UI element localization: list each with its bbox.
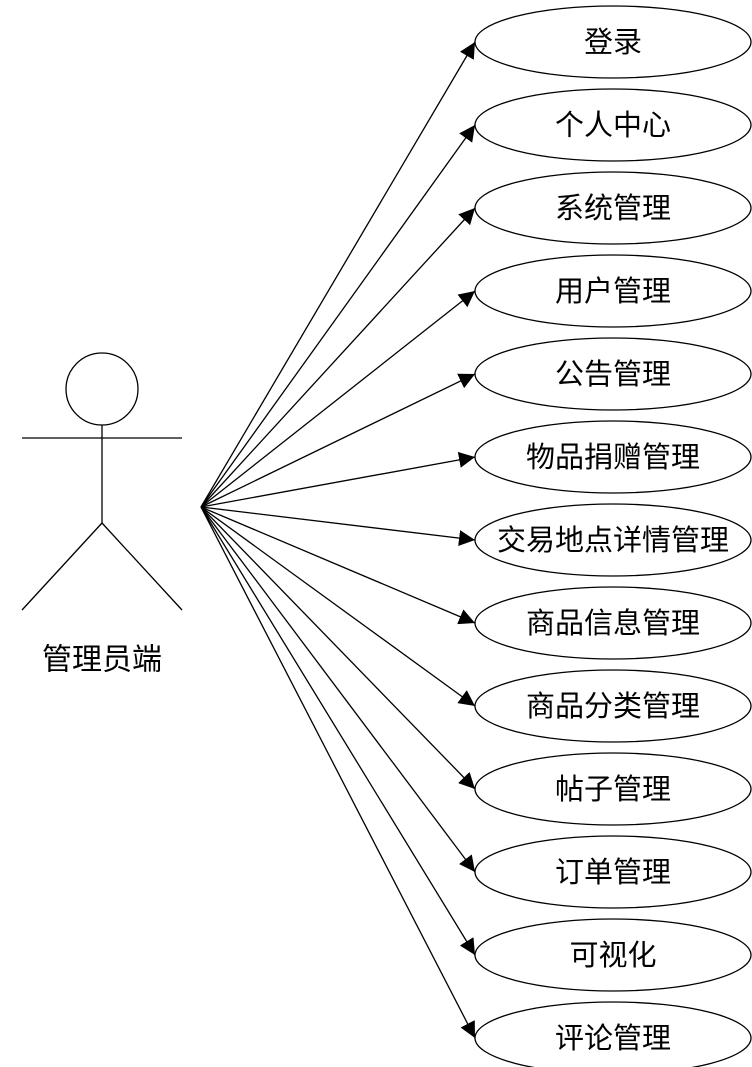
use-case: 交易地点详情管理 [474,503,752,577]
use-case: 系统管理 [474,171,752,245]
association-arrow [200,506,476,873]
use-case: 可视化 [474,918,752,992]
use-case-label: 帖子管理 [555,772,671,806]
use-case-ellipse [474,586,752,660]
use-case: 帖子管理 [474,752,752,826]
use-case-ellipse [474,5,752,79]
association-arrows [200,41,476,1039]
use-case-label: 商品分类管理 [526,689,700,723]
use-case: 物品捐赠管理 [474,420,752,494]
association-arrow [200,124,476,508]
actor-left-leg [21,522,103,611]
use-case-ellipse [474,254,752,328]
use-case-list: 登录个人中心系统管理用户管理公告管理物品捐赠管理交易地点详情管理商品信息管理商品… [474,5,752,1067]
association-arrow [200,41,476,508]
use-case-ellipse [474,835,752,909]
association-arrow [200,290,476,508]
association-arrow [200,373,476,508]
use-case-label: 用户管理 [555,274,671,308]
use-case-label: 订单管理 [555,855,671,889]
use-case-ellipse [474,88,752,162]
association-arrow [200,506,476,1039]
association-arrow [200,506,476,956]
use-case-label: 物品捐赠管理 [526,440,700,474]
use-case-label: 评论管理 [555,1021,671,1055]
use-case-ellipse [474,337,752,411]
use-case: 公告管理 [474,337,752,411]
use-case-ellipse [474,752,752,826]
use-case: 评论管理 [474,1001,752,1067]
use-case-ellipse [474,1001,752,1067]
actor-stick-figure: 管理员端 [21,352,183,678]
use-case-ellipse [474,420,752,494]
use-case: 用户管理 [474,254,752,328]
use-case-ellipse [474,171,752,245]
use-case-ellipse [474,669,752,743]
association-arrow [200,506,476,625]
use-case-label: 可视化 [569,938,656,972]
use-case: 个人中心 [474,88,752,162]
use-case-ellipse [474,918,752,992]
actor-head [65,352,139,426]
use-case-label: 系统管理 [555,191,671,225]
use-case: 商品分类管理 [474,669,752,743]
association-arrow [200,506,476,547]
association-arrow [200,506,476,707]
use-case-label: 登录 [584,25,642,59]
actor-right-leg [101,522,183,611]
use-case-label: 公告管理 [555,357,671,391]
actor-name: 管理员端 [42,643,162,678]
use-case-ellipse [474,503,752,577]
use-case: 商品信息管理 [474,586,752,660]
use-case-label: 个人中心 [555,108,671,142]
association-arrow [200,207,476,508]
association-arrow [200,452,476,508]
use-case-label: 交易地点详情管理 [497,523,729,557]
use-case: 登录 [474,5,752,79]
use-case: 订单管理 [474,835,752,909]
use-case-label: 商品信息管理 [526,606,700,640]
association-arrow [200,506,476,790]
